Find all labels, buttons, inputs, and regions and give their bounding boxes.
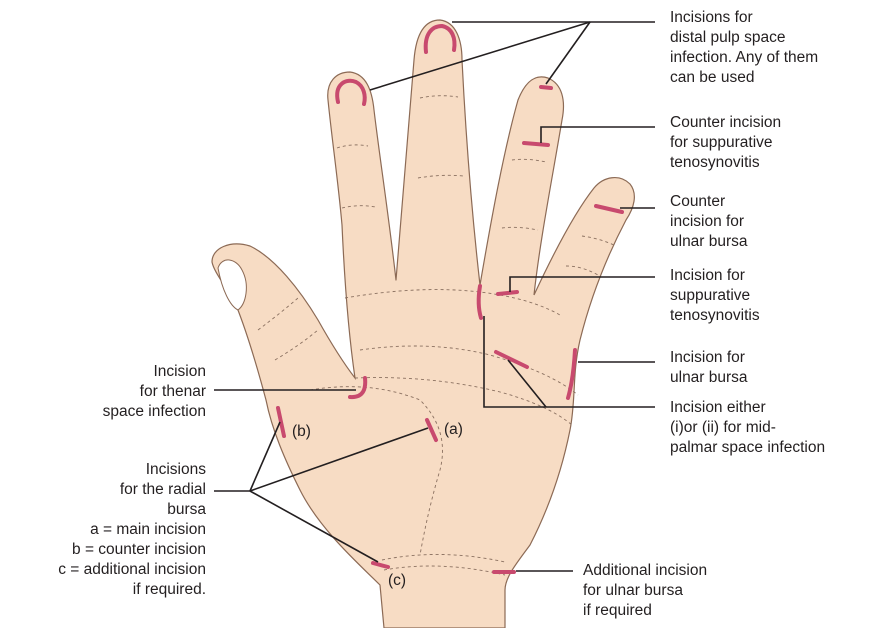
- incision-distal-pulp-ring: [541, 87, 551, 88]
- marker-b: (b): [292, 423, 311, 441]
- incision-suppurative: [498, 292, 517, 294]
- marker-c: (c): [388, 572, 406, 590]
- marker-a: (a): [444, 421, 463, 439]
- label-midpalmar: Incision either(i)or (ii) for mid-palmar…: [670, 398, 825, 458]
- hand-silhouette: [212, 20, 634, 628]
- incision-counter-tendon: [524, 143, 548, 145]
- incision-midpalmar-i: [479, 286, 481, 318]
